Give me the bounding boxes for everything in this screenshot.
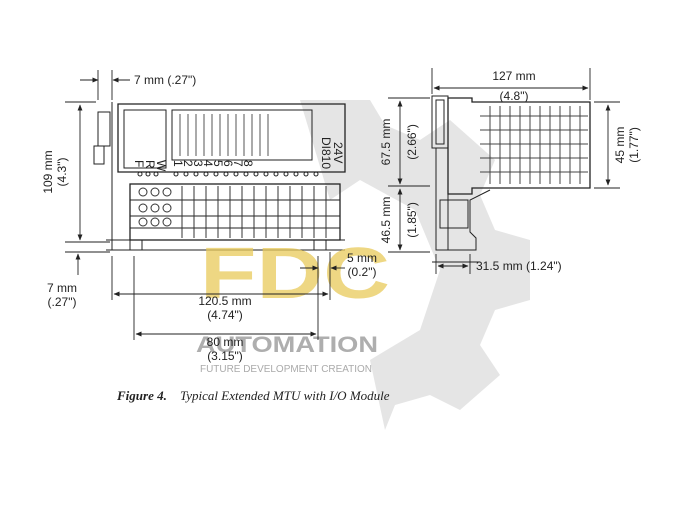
dim-side-width-in: (4.8") — [500, 89, 529, 103]
led-label-w: W — [154, 160, 168, 172]
dim-upper-mm: 67.5 mm — [379, 119, 393, 166]
dim-height-mm: 109 mm — [41, 150, 55, 193]
side-view — [431, 95, 591, 263]
dim-upper-in: (2.66") — [405, 124, 419, 160]
dim-depth-in: (1.77") — [627, 127, 641, 163]
dim-top-offset: 7 mm (.27") — [134, 73, 196, 87]
front-view — [93, 102, 346, 251]
voltage-label: 24V — [331, 142, 345, 163]
dim-pitch-mm: 80 mm — [207, 335, 244, 349]
dim-depth-mm: 45 mm — [613, 127, 627, 164]
watermark-logo: FDC — [200, 234, 390, 314]
dim-gap-mm: 5 mm — [347, 251, 377, 265]
dim-lower-in: (1.85") — [405, 202, 419, 238]
channel-3: 3 — [191, 160, 205, 167]
dim-side-width-mm: 127 mm — [492, 69, 535, 83]
watermark-tagline: FUTURE DEVELOPMENT CREATION — [200, 364, 372, 375]
figure-caption: Figure 4. Typical Extended MTU with I/O … — [116, 388, 390, 403]
caption-label: Figure 4. — [116, 388, 167, 403]
dim-lower-mm: 46.5 mm — [379, 197, 393, 244]
dim-bottom-mm: 7 mm — [47, 281, 77, 295]
dim-width-mm: 120.5 mm — [198, 294, 251, 308]
channel-5: 5 — [211, 160, 225, 167]
dim-width-in: (4.74") — [207, 308, 243, 322]
watermark: FDC AUTOMATION FUTURE DEVELOPMENT CREATI… — [196, 234, 390, 375]
dim-pitch-in: (3.15") — [207, 349, 243, 363]
channel-6: 6 — [221, 160, 235, 167]
module-labels: DI810 24V F R W 1 2 3 4 5 6 7 8 — [132, 137, 345, 172]
dim-bottom-in: (.27") — [48, 295, 77, 309]
channel-7: 7 — [231, 160, 245, 167]
watermark-gear — [300, 100, 530, 430]
dim-height-in: (4.3") — [55, 158, 69, 187]
led-label-f: F — [132, 160, 146, 167]
dim-gap-in: (0.2") — [348, 265, 377, 279]
dim-rail-depth: 31.5 mm (1.24") — [476, 259, 562, 273]
channel-2: 2 — [181, 160, 195, 167]
channel-1: 1 — [171, 160, 185, 167]
channel-4: 4 — [201, 160, 215, 167]
caption-text: Typical Extended MTU with I/O Module — [180, 388, 390, 403]
dimension-lines — [65, 68, 620, 340]
model-label: DI810 — [319, 137, 333, 169]
channel-8: 8 — [241, 160, 255, 167]
dimension-labels: 7 mm (.27") 109 mm (4.3") 7 mm (.27") 5 … — [41, 69, 641, 363]
led-label-r: R — [143, 160, 157, 169]
